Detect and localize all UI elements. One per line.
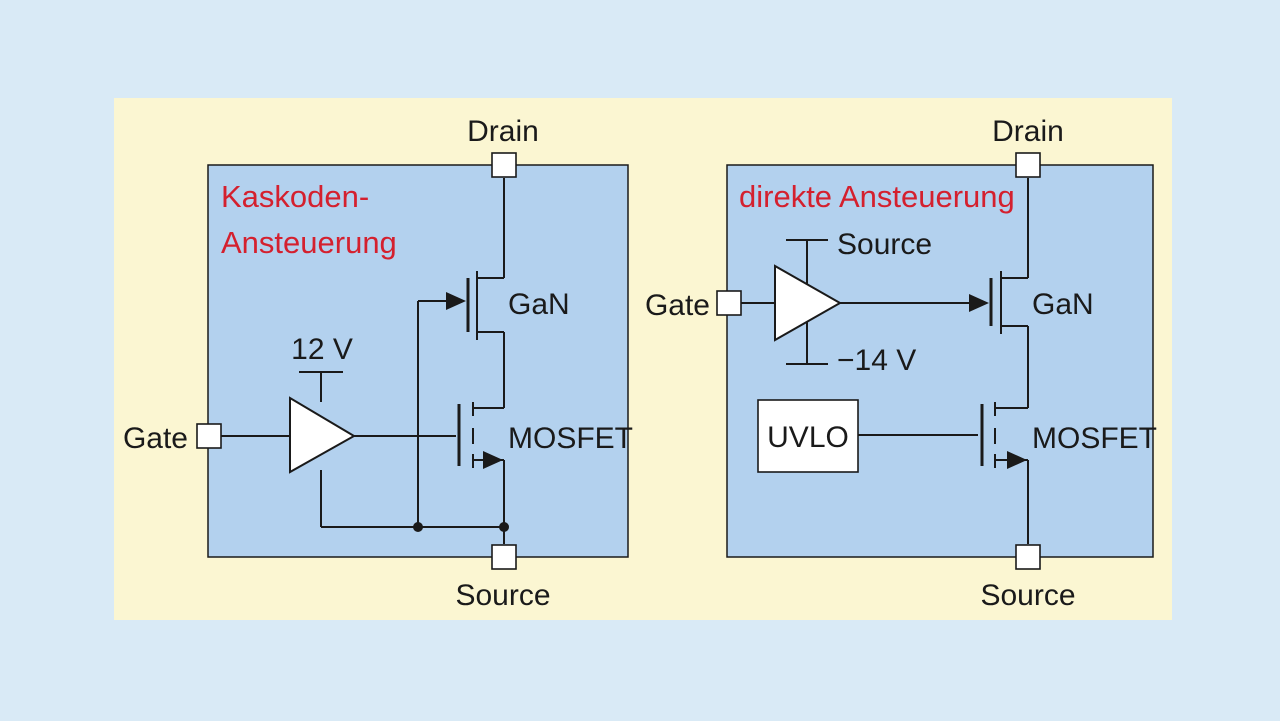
direct-drive-wires	[741, 178, 1029, 544]
direct-gate-label: Gate	[645, 289, 710, 322]
cascode-junction-dot	[499, 522, 509, 532]
direct-driver-amplifier-icon	[774, 264, 843, 342]
direct-drain-terminal	[1015, 152, 1041, 178]
cascode-supply-label: 12 V	[291, 333, 353, 366]
cascode-source-terminal	[491, 544, 517, 570]
direct-supply-bottom-label: −14 V	[837, 344, 916, 377]
direct-drain-label: Drain	[992, 115, 1064, 148]
cascode-drain-label: Drain	[467, 115, 539, 148]
cascode-block: Kaskoden- Ansteuerung	[123, 115, 633, 612]
cascode-drain-terminal	[491, 152, 517, 178]
direct-mosfet-transistor	[980, 402, 1027, 469]
direct-gate-terminal	[716, 290, 742, 316]
direct-drive-title: direkte Ansteuerung	[739, 179, 1015, 214]
cascode-mosfet-label: MOSFET	[508, 422, 633, 455]
cascode-source-label: Source	[455, 579, 550, 612]
cascode-gate-label: Gate	[123, 422, 188, 455]
direct-source-terminal	[1015, 544, 1041, 570]
cascode-driver-amplifier-icon	[289, 396, 356, 474]
direct-source-label: Source	[980, 579, 1075, 612]
cascode-gan-transistor	[446, 271, 478, 340]
direct-gan-arrow-icon	[969, 294, 989, 312]
direct-gan-label: GaN	[1032, 288, 1094, 321]
direct-mosfet-label: MOSFET	[1032, 422, 1157, 455]
cascode-gan-arrow-icon	[446, 292, 466, 310]
cascode-gan-label: GaN	[508, 288, 570, 321]
cascode-gate-terminal	[196, 423, 222, 449]
uvlo-label: UVLO	[767, 421, 849, 454]
cascode-junction-dot	[413, 522, 423, 532]
cascode-mosfet-arrow-icon	[483, 451, 503, 469]
cascode-title-line1: Kaskoden-	[221, 179, 369, 214]
direct-gan-transistor	[969, 271, 1002, 334]
cascode-mosfet-transistor	[457, 402, 503, 469]
cascode-wires	[221, 178, 505, 544]
uvlo-box	[757, 399, 859, 473]
direct-drive-block: direkte Ansteuerung	[645, 115, 1157, 612]
cascode-title-line2: Ansteuerung	[221, 225, 397, 260]
direct-mosfet-arrow-icon	[1007, 451, 1027, 469]
direct-supply-top-label: Source	[837, 228, 932, 261]
direct-drive-block-box	[726, 164, 1154, 558]
